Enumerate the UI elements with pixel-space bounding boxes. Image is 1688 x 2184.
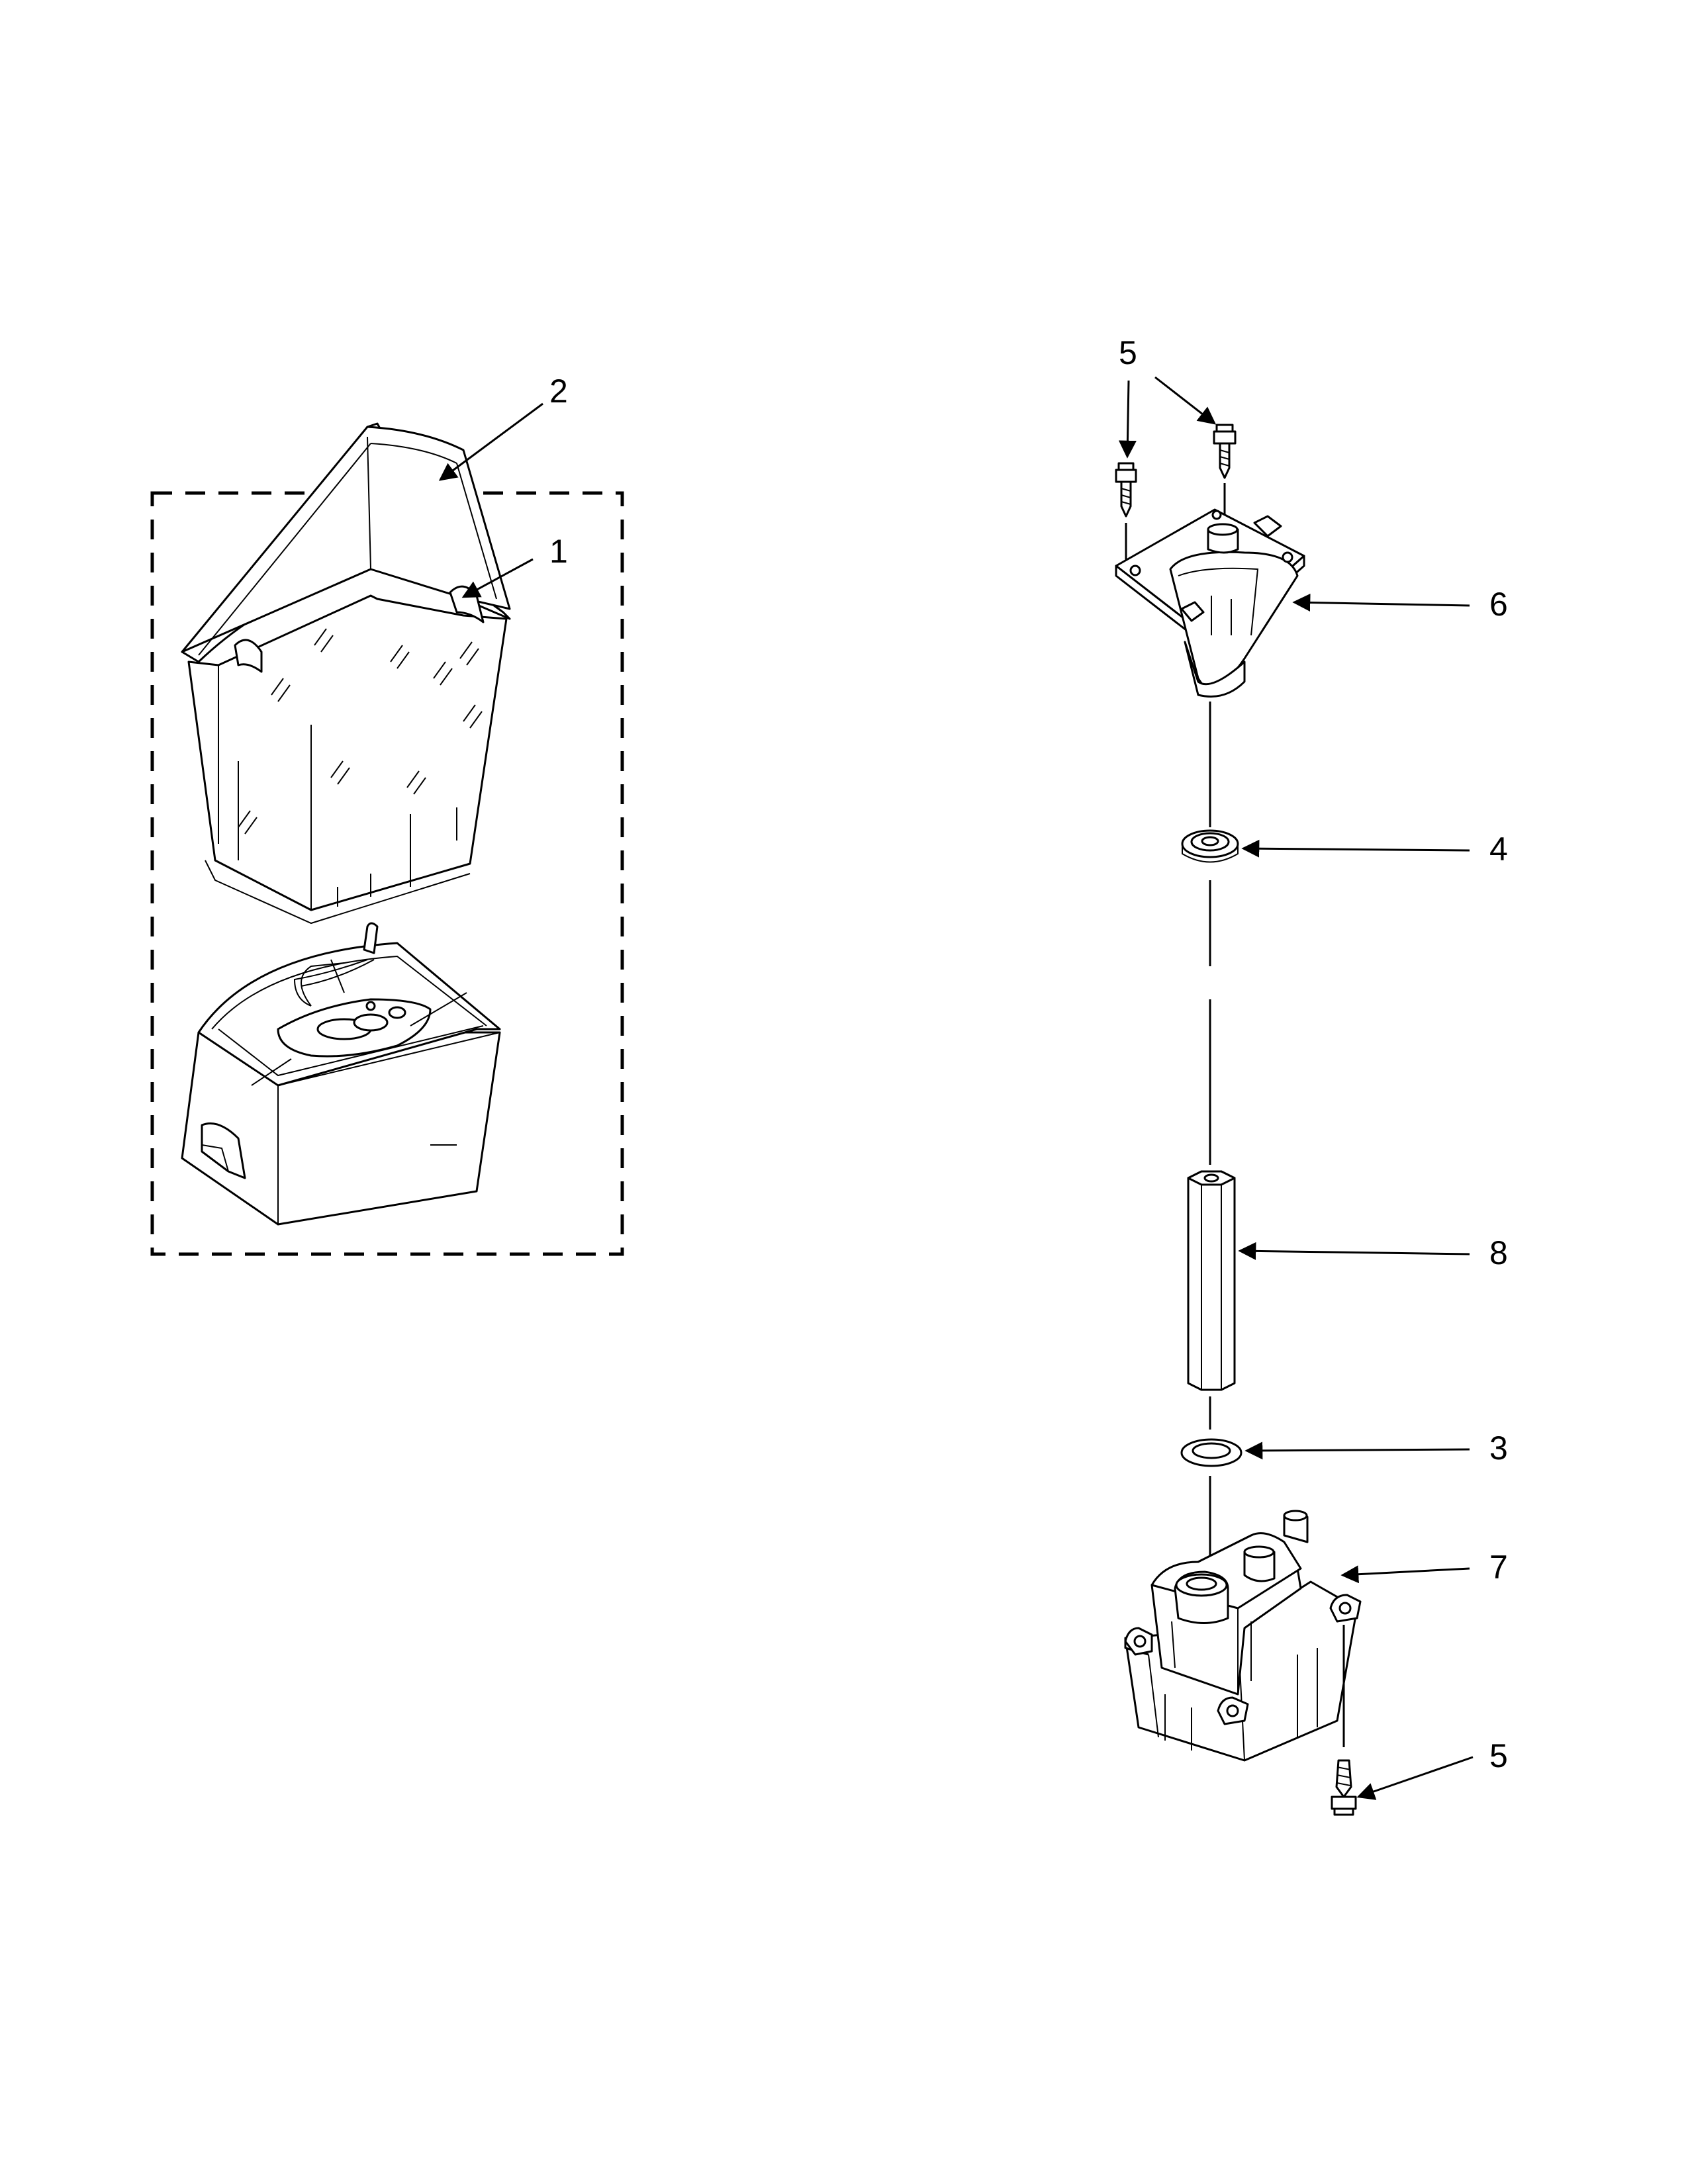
callout-2: 2	[549, 373, 568, 410]
callout-5-top: 5	[1119, 334, 1137, 371]
callout-3: 3	[1489, 1430, 1508, 1467]
callout-1-group	[461, 558, 534, 598]
callout-6-group	[1292, 593, 1470, 612]
callout-7-group	[1340, 1565, 1470, 1584]
callout-4: 4	[1489, 831, 1508, 868]
callout-6: 6	[1489, 586, 1508, 623]
callout-5-bottom: 5	[1489, 1737, 1508, 1774]
screw-bottom[interactable]	[1331, 1759, 1357, 1816]
callout-4-group	[1241, 839, 1470, 858]
callout-3-group	[1244, 1441, 1470, 1460]
callout-5-top-group	[1118, 376, 1217, 459]
callout-8-group	[1238, 1242, 1470, 1260]
glass-reflection-marks	[238, 628, 483, 835]
screw-top-right[interactable]	[1213, 424, 1237, 479]
thrust-washer[interactable]	[1180, 1438, 1243, 1467]
callout-1: 1	[549, 533, 568, 570]
bail-wire	[293, 922, 379, 1007]
screw-top-left[interactable]	[1115, 462, 1137, 518]
callout-8: 8	[1489, 1234, 1508, 1271]
callout-2-group	[438, 402, 543, 481]
bearing-washer[interactable]	[1181, 829, 1239, 863]
auger-blade	[251, 959, 467, 1086]
bucket-base[interactable]	[181, 922, 501, 1226]
auger-housing-funnel[interactable]	[1115, 508, 1305, 698]
auger-gear-motor[interactable]	[1124, 1510, 1362, 1762]
ice-bucket[interactable]	[181, 422, 511, 925]
callout-7: 7	[1489, 1549, 1508, 1586]
callout-5-bottom-group	[1356, 1756, 1474, 1800]
hex-drive-shaft[interactable]	[1187, 1170, 1236, 1391]
